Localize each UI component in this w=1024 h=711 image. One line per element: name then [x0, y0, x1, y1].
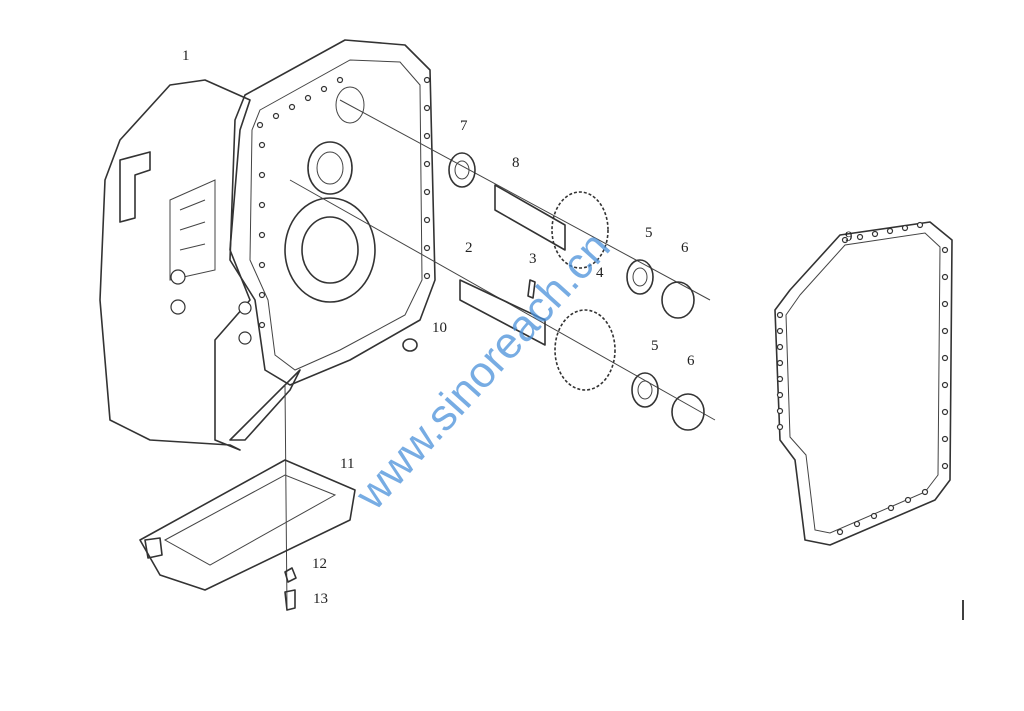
- bolt-hole: [776, 391, 784, 399]
- bolt-hole: [423, 244, 431, 252]
- bolt-hole: [941, 246, 949, 254]
- bolt-hole: [856, 233, 864, 241]
- bolt-hole: [423, 76, 431, 84]
- part-label: 10: [432, 320, 447, 336]
- bolt-hole: [776, 327, 784, 335]
- bolt-hole: [258, 171, 266, 179]
- part-label: 7: [460, 118, 468, 134]
- bolt-hole: [423, 104, 431, 112]
- bolt-hole: [336, 76, 344, 84]
- bolt-hole: [423, 132, 431, 140]
- bolt-hole: [776, 343, 784, 351]
- bolt-hole: [941, 273, 949, 281]
- bolt-hole: [871, 230, 879, 238]
- bolt-hole: [941, 354, 949, 362]
- part-label: 9: [845, 229, 853, 245]
- part-label: 3: [529, 251, 537, 267]
- gearbox-housing: [99, 39, 436, 451]
- bolt-hole: [423, 188, 431, 196]
- part-label: 13: [313, 591, 328, 607]
- bolt-hole: [304, 94, 312, 102]
- part-label: 6: [681, 240, 689, 256]
- bolt-hole: [320, 85, 328, 93]
- bolt-hole: [941, 300, 949, 308]
- bolt-hole: [258, 261, 266, 269]
- watermark: www.sinoreach.cn: [345, 222, 619, 519]
- bolt-hole: [921, 488, 929, 496]
- part-label: 12: [312, 556, 327, 572]
- part-label: 5: [645, 225, 653, 241]
- bolt-hole: [841, 236, 849, 244]
- bolt-hole: [423, 216, 431, 224]
- bolt-hole: [423, 272, 431, 280]
- part-label: 5: [651, 338, 659, 354]
- part-label: 8: [512, 155, 520, 171]
- bolt-hole: [423, 160, 431, 168]
- part-label: 1: [182, 48, 190, 64]
- oil-pan: [139, 459, 356, 611]
- bolt-hole: [941, 435, 949, 443]
- bolt-hole: [776, 375, 784, 383]
- part-label: 4: [596, 265, 604, 281]
- bolt-hole: [258, 201, 266, 209]
- bolt-hole: [916, 221, 924, 229]
- bolt-hole: [258, 231, 266, 239]
- bolt-hole: [776, 359, 784, 367]
- part-label: 2: [465, 240, 473, 256]
- gasket: [774, 221, 953, 546]
- bolt-hole: [901, 224, 909, 232]
- bolt-hole: [258, 141, 266, 149]
- bolt-hole: [941, 462, 949, 470]
- bolt-hole: [870, 512, 878, 520]
- bolt-hole: [836, 528, 844, 536]
- upper-shaft-gear: [448, 152, 695, 319]
- bolt-hole: [776, 423, 784, 431]
- bolt-hole: [853, 520, 861, 528]
- bolt-hole: [886, 227, 894, 235]
- bolt-hole: [776, 407, 784, 415]
- bolt-hole: [272, 112, 280, 120]
- part-label: 6: [687, 353, 695, 369]
- bolt-hole: [887, 504, 895, 512]
- bolt-hole: [258, 321, 266, 329]
- bolt-hole: [904, 496, 912, 504]
- bolt-hole: [776, 311, 784, 319]
- lower-shaft-gear: [402, 279, 705, 431]
- bolt-hole: [941, 327, 949, 335]
- bolt-hole: [258, 291, 266, 299]
- bolt-hole: [941, 381, 949, 389]
- bolt-hole: [288, 103, 296, 111]
- bolt-hole: [256, 121, 264, 129]
- bolt-hole: [941, 408, 949, 416]
- part-label: 11: [340, 456, 354, 472]
